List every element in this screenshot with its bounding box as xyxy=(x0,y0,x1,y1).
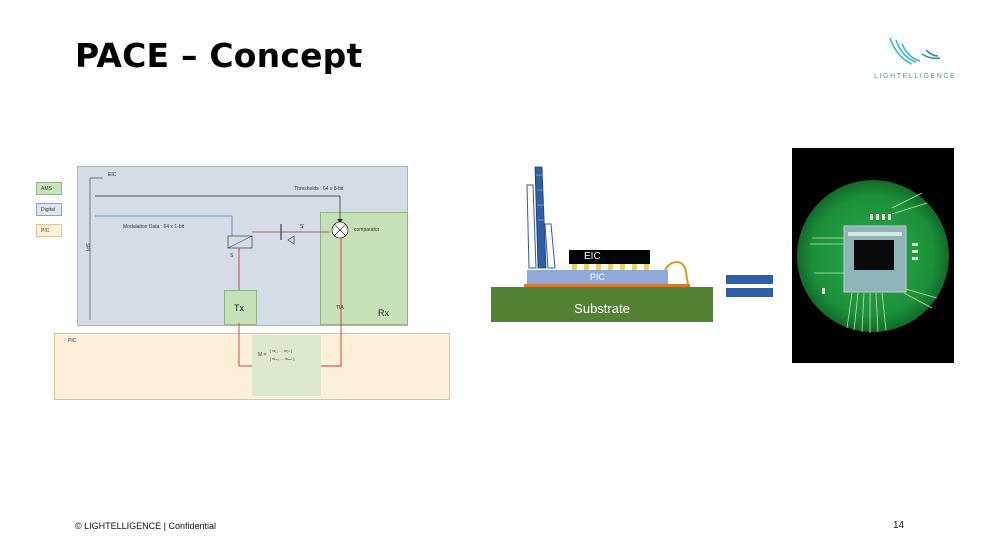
footer-text: © LIGHTELLIGENCE | Confidential xyxy=(75,521,217,531)
comparator-label: comparator xyxy=(354,227,380,233)
lightelligence-logo-icon xyxy=(889,37,941,65)
svg-text:[ w₁₁ … w₁ₙ ]: [ w₁₁ … w₁ₙ ] xyxy=(270,348,292,353)
pic-layer: PIC xyxy=(527,270,668,284)
svg-text:[ wₘ₁ … wₘₙ ]: [ wₘ₁ … wₘₙ ] xyxy=(270,356,294,361)
logo-wordmark: LIGHTELLIGENCE xyxy=(874,73,957,80)
modulation-label: Modulation Data : 64 x 1-bit xyxy=(123,224,185,230)
svg-text:M =: M = xyxy=(258,352,267,358)
legend-ams: AMS xyxy=(36,182,62,195)
s-prime-label: S' xyxy=(300,224,305,230)
tx-block xyxy=(224,290,257,325)
pic-label: PIC xyxy=(68,338,77,344)
tx-label: Tx xyxy=(234,303,244,313)
slide-title: PACE – Concept xyxy=(75,36,363,75)
rx-label: Rx xyxy=(378,308,389,318)
legend-digital: Digital xyxy=(36,203,62,216)
eic-layer: EIC xyxy=(569,250,650,264)
equals-bar-top xyxy=(726,275,773,284)
eic-label: EIC xyxy=(108,172,117,178)
package-photo xyxy=(792,148,954,363)
thresholds-label: Thresholds : 64 x 8-bit xyxy=(294,186,344,192)
tia-label: TIA xyxy=(336,305,344,311)
s-label: S xyxy=(230,253,234,259)
substrate-layer: Substrate xyxy=(491,287,713,322)
legend-pic: PIC xyxy=(36,224,62,237)
equals-bar-bottom xyxy=(726,288,773,297)
page-number: 14 xyxy=(893,520,905,531)
matrix-block xyxy=(252,335,321,396)
